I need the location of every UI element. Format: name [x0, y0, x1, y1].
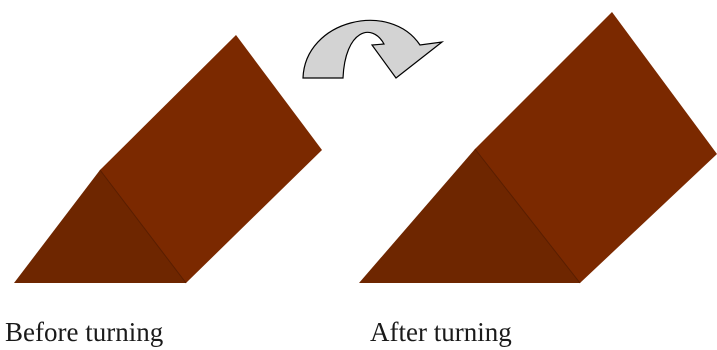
- curved-arrow-icon: [302, 19, 445, 79]
- prism-after-ridge-edge: [474, 148, 581, 284]
- prism-after-end-face: [359, 149, 580, 283]
- prism-before-end-face: [14, 170, 186, 283]
- prism-before: [14, 35, 322, 284]
- prism-before-side-face: [100, 35, 322, 283]
- prism-after: [359, 12, 717, 284]
- caption-after-turning: After turning: [370, 317, 512, 347]
- prism-after-side-face: [475, 12, 717, 283]
- caption-before-turning: Before turning: [5, 317, 164, 347]
- prism-before-ridge-edge: [99, 169, 187, 284]
